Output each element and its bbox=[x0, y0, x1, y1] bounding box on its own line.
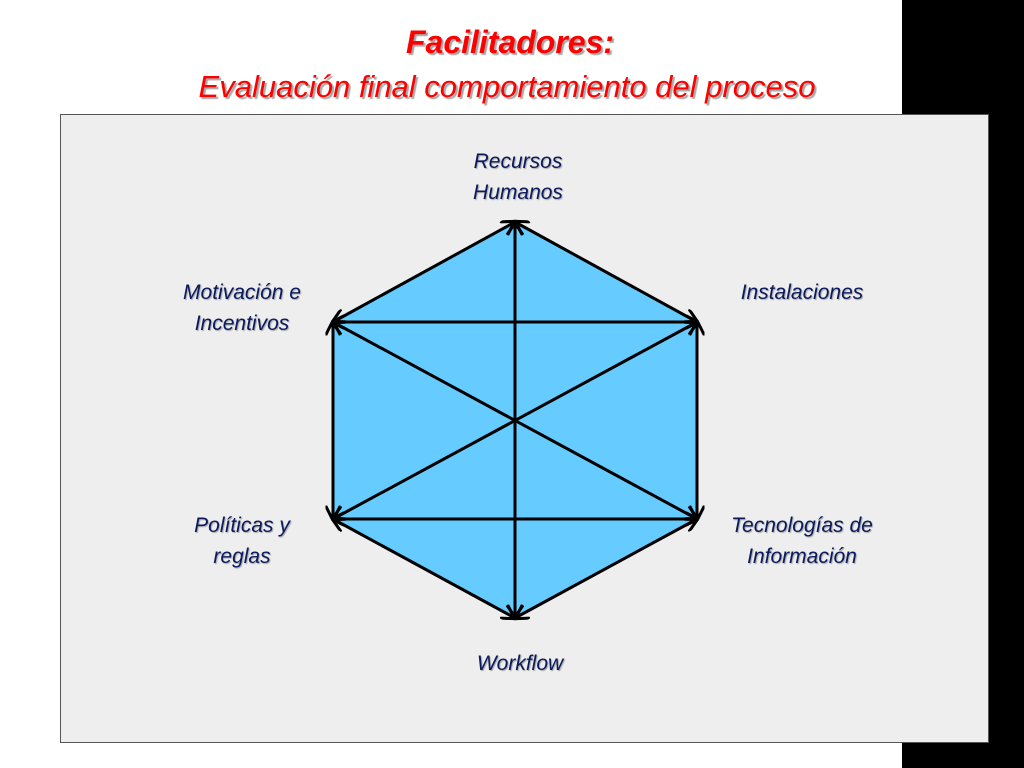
node-label-recursos-humanos: Recursos Humanos bbox=[473, 150, 563, 204]
node-label-workflow: Workflow bbox=[476, 652, 564, 675]
connector-lower-right-bottom bbox=[515, 519, 697, 618]
diagram-panel bbox=[60, 114, 989, 743]
connector-lower-left-upper-right bbox=[333, 322, 697, 519]
node-label-tecnologias: Tecnologías de Información bbox=[731, 514, 873, 568]
slide-title: Facilitadores: bbox=[405, 24, 615, 60]
connector-upper-left-top bbox=[333, 222, 515, 322]
connector-bottom-lower-left bbox=[333, 519, 515, 618]
node-label-politicas: Políticas y reglas bbox=[194, 514, 290, 568]
connector-top-upper-right bbox=[515, 222, 697, 322]
node-label-instalaciones: Instalaciones bbox=[740, 281, 864, 304]
slide-subtitle: Evaluación final comportamiento del proc… bbox=[198, 69, 816, 104]
node-label-motivacion: Motivación e Incentivos bbox=[183, 281, 301, 335]
